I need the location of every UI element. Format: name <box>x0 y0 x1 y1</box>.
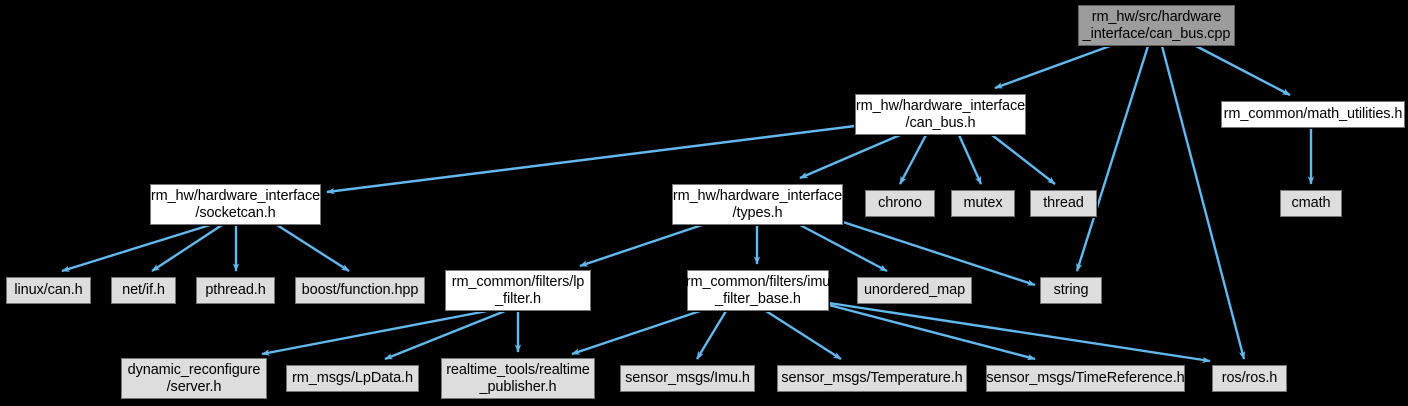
graph-edge-can_bus_h-to-thread <box>991 134 1056 185</box>
graph-edge-can_bus_h-to-types_h <box>799 133 901 180</box>
graph-edge-types_h-to-unordered_map <box>799 223 888 273</box>
graph-edge-imu_filter_base_h-to-realtime_pub_h <box>571 309 701 356</box>
graph-edge-can_bus_cpp-to-ros_ros_h <box>1160 45 1246 360</box>
graph-node-pthread_h[interactable]: pthread.h <box>195 276 276 305</box>
graph-edge-socketcan_h-to-boost_function <box>276 223 350 273</box>
graph-node-socketcan_h[interactable]: rm_hw/hardware_interface /socketcan.h <box>149 183 322 226</box>
graph-node-dyn_reconfigure[interactable]: dynamic_reconfigure /server.h <box>120 357 268 400</box>
graph-node-sensor_timeref_h[interactable]: sensor_msgs/TimeReference.h <box>985 364 1186 393</box>
graph-node-can_bus_cpp[interactable]: rm_hw/src/hardware _interface/can_bus.cp… <box>1077 4 1236 47</box>
graph-node-net_if_h[interactable]: net/if.h <box>110 276 177 305</box>
graph-node-chrono[interactable]: chrono <box>864 189 936 218</box>
graph-node-boost_function[interactable]: boost/function.hpp <box>294 276 426 305</box>
graph-edge-socketcan_h-to-linux_can_h <box>61 223 211 273</box>
graph-edge-can_bus_cpp-to-math_utilities_h <box>1195 44 1291 97</box>
graph-node-unordered_map[interactable]: unordered_map <box>856 276 973 305</box>
graph-node-types_h[interactable]: rm_hw/hardware_interface /types.h <box>671 183 844 226</box>
graph-node-mutex[interactable]: mutex <box>950 189 1016 218</box>
graph-node-lp_data_h[interactable]: rm_msgs/LpData.h <box>285 364 420 393</box>
graph-edge-imu_filter_base_h-to-sensor_temp_h <box>765 309 842 361</box>
graph-node-can_bus_h[interactable]: rm_hw/hardware_interface /can_bus.h <box>854 93 1027 136</box>
graph-edge-can_bus_h-to-socketcan_h <box>326 124 856 195</box>
graph-node-lp_filter_h[interactable]: rm_common/filters/lp _filter.h <box>444 269 592 312</box>
graph-node-cmath[interactable]: cmath <box>1279 189 1343 218</box>
graph-edge-can_bus_h-to-mutex <box>957 134 983 185</box>
graph-edge-types_h-to-lp_filter_h <box>579 223 703 268</box>
graph-node-linux_can_h[interactable]: linux/can.h <box>5 276 92 305</box>
graph-node-ros_ros_h[interactable]: ros/ros.h <box>1211 364 1288 393</box>
graph-edge-lp_filter_h-to-dyn_reconfigure <box>261 309 488 356</box>
graph-edge-imu_filter_base_h-to-ros_ros_h <box>828 301 1211 364</box>
graph-edge-can_bus_cpp-to-string <box>1075 45 1150 272</box>
graph-edge-can_bus_h-to-chrono <box>898 134 928 185</box>
graph-node-thread[interactable]: thread <box>1029 189 1098 218</box>
graph-node-imu_filter_base_h[interactable]: rm_common/filters/imu _filter_base.h <box>686 269 830 312</box>
graph-edge-socketcan_h-to-net_if_h <box>151 223 223 273</box>
graph-node-math_utilities_h[interactable]: rm_common/math_utilities.h <box>1220 100 1406 129</box>
graph-edge-types_h-to-string <box>842 220 1036 287</box>
graph-edge-imu_filter_base_h-to-sensor_imu_h <box>695 310 728 360</box>
graph-edge-imu_filter_base_h-to-sensor_timeref_h <box>828 303 1036 361</box>
graph-node-realtime_pub_h[interactable]: realtime_tools/realtime _publisher.h <box>440 357 596 400</box>
graph-node-sensor_imu_h[interactable]: sensor_msgs/Imu.h <box>619 364 756 393</box>
graph-node-string[interactable]: string <box>1039 276 1103 305</box>
graph-edge-can_bus_cpp-to-can_bus_h <box>994 44 1111 90</box>
graph-node-sensor_temp_h[interactable]: sensor_msgs/Temperature.h <box>776 364 968 393</box>
graph-edge-lp_filter_h-to-lp_data_h <box>384 309 506 361</box>
